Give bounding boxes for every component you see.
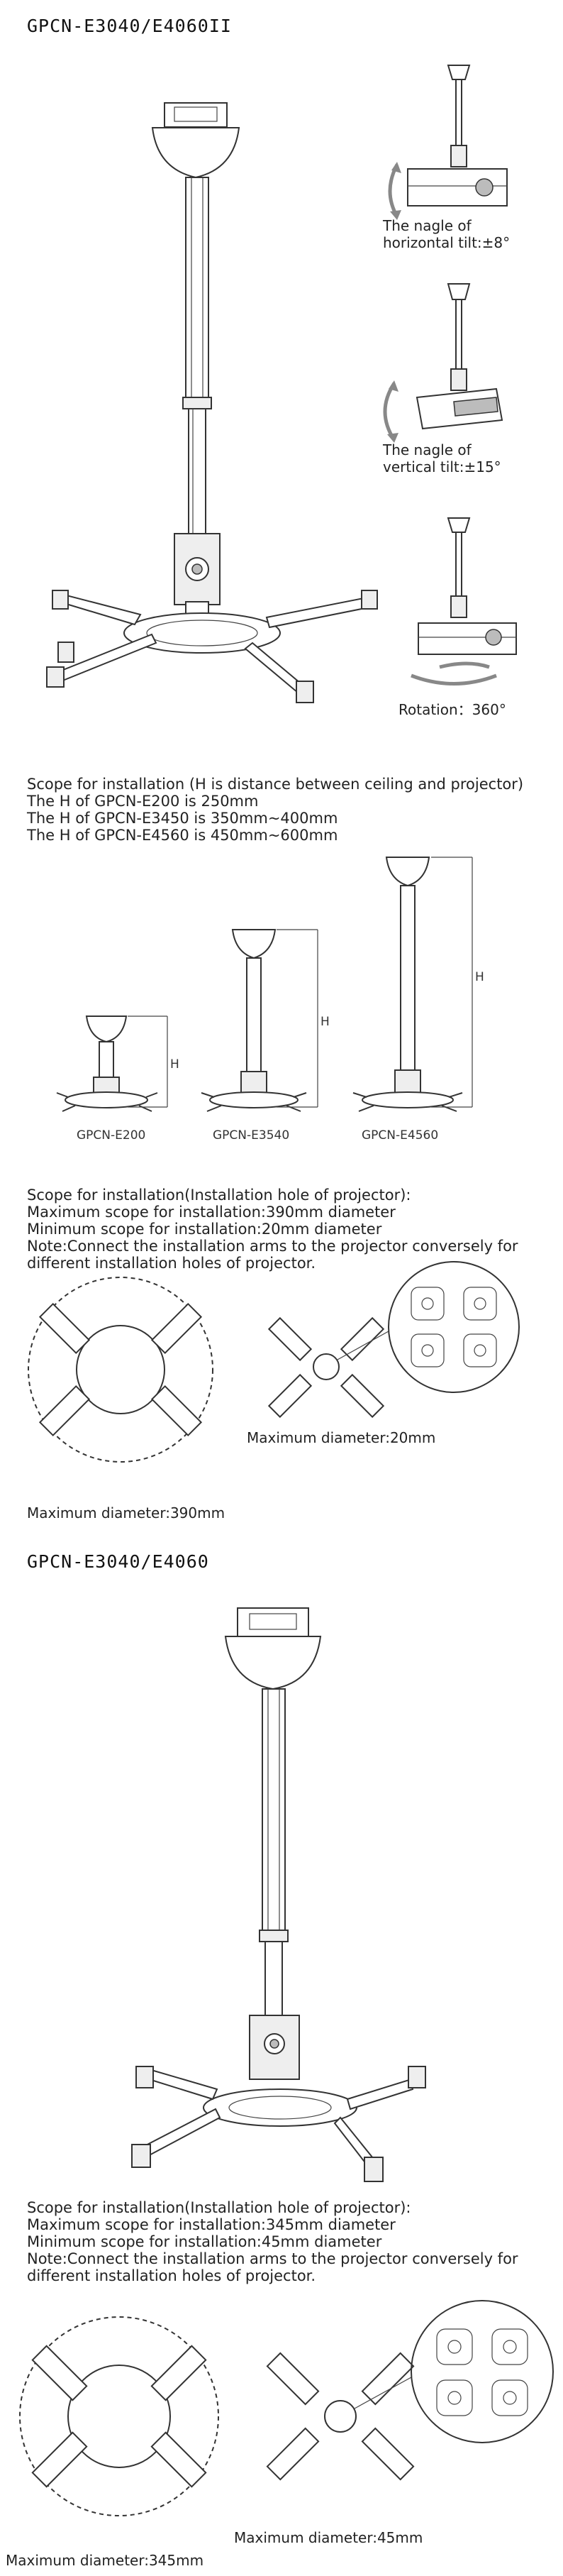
horizontal-tilt-line2: horizontal tilt:±8°	[383, 234, 511, 251]
model-label-e200: GPCN-E200	[77, 1128, 146, 1143]
vertical-tilt-line1: The nagle of	[383, 441, 472, 458]
vertical-tilt-line2: vertical tilt:±15°	[383, 458, 501, 475]
h-label-3: H	[475, 970, 484, 984]
scope-hole1-line: Maximum scope for installation:390mm dia…	[27, 1204, 396, 1221]
scope-hole2-text: Scope for installation(Installation hole…	[27, 2199, 518, 2284]
scope-hole1-line: Minimum scope for installation:20mm diam…	[27, 1221, 382, 1238]
max-diameter-label-2: Maximum diameter:345mm	[6, 2552, 204, 2569]
horizontal-tilt-diagram	[388, 65, 508, 220]
scope-h-text: Scope for installation (H is distance be…	[27, 776, 523, 844]
scope-hole1-line: Scope for installation(Installation hole…	[27, 1187, 411, 1204]
model-label-e4560: GPCN-E4560	[362, 1128, 439, 1143]
hole-diagram-1	[28, 1261, 520, 1463]
mount-illustration-2	[131, 1607, 426, 2182]
rotation-diagram	[411, 517, 517, 686]
scope-hole2-line: Maximum scope for installation:345mm dia…	[27, 2216, 396, 2233]
rotation-label: Rotation：360°	[398, 701, 506, 718]
max-diameter-label-1: Maximum diameter:390mm	[27, 1504, 225, 1521]
mount-illustration-large	[46, 102, 378, 703]
hole-diagram-2	[19, 2300, 554, 2516]
vertical-tilt-diagram	[383, 283, 503, 443]
section2-title: GPCN-E3040/E4060	[27, 1551, 209, 1572]
scope-hole2-line: Scope for installation(Installation hole…	[27, 2199, 411, 2216]
scope-h-line: Scope for installation (H is distance be…	[27, 776, 524, 793]
scope-h-line: The H of GPCN-E4560 is 450mm~600mm	[27, 827, 338, 844]
model-label-e3540: GPCN-E3540	[213, 1128, 290, 1143]
scope-hole1-line: Note:Connect the installation arms to th…	[27, 1238, 518, 1255]
scope-hole2-line: Note:Connect the installation arms to th…	[27, 2250, 518, 2267]
scope-hole1-line: different installation holes of projecto…	[27, 1255, 316, 1272]
h-label-2: H	[320, 1015, 330, 1029]
scope-h-line: The H of GPCN-E200 is 250mm	[27, 793, 259, 810]
horizontal-tilt-line1: The nagle of	[383, 217, 472, 234]
section1-title: GPCN-E3040/E4060II	[27, 16, 232, 36]
scope-h-line: The H of GPCN-E3450 is 350mm~400mm	[27, 810, 338, 827]
scope-hole2-line: different installation holes of projecto…	[27, 2267, 316, 2284]
scope-hole1-text: Scope for installation(Installation hole…	[27, 1187, 518, 1272]
scope-hole2-line: Minimum scope for installation:45mm diam…	[27, 2233, 382, 2250]
min-diameter-label-1: Maximum diameter:20mm	[247, 1429, 436, 1446]
min-diameter-label-2: Maximum diameter:45mm	[234, 2529, 423, 2546]
h-label-1: H	[170, 1057, 179, 1072]
h-comparison-diagram	[56, 857, 473, 1112]
